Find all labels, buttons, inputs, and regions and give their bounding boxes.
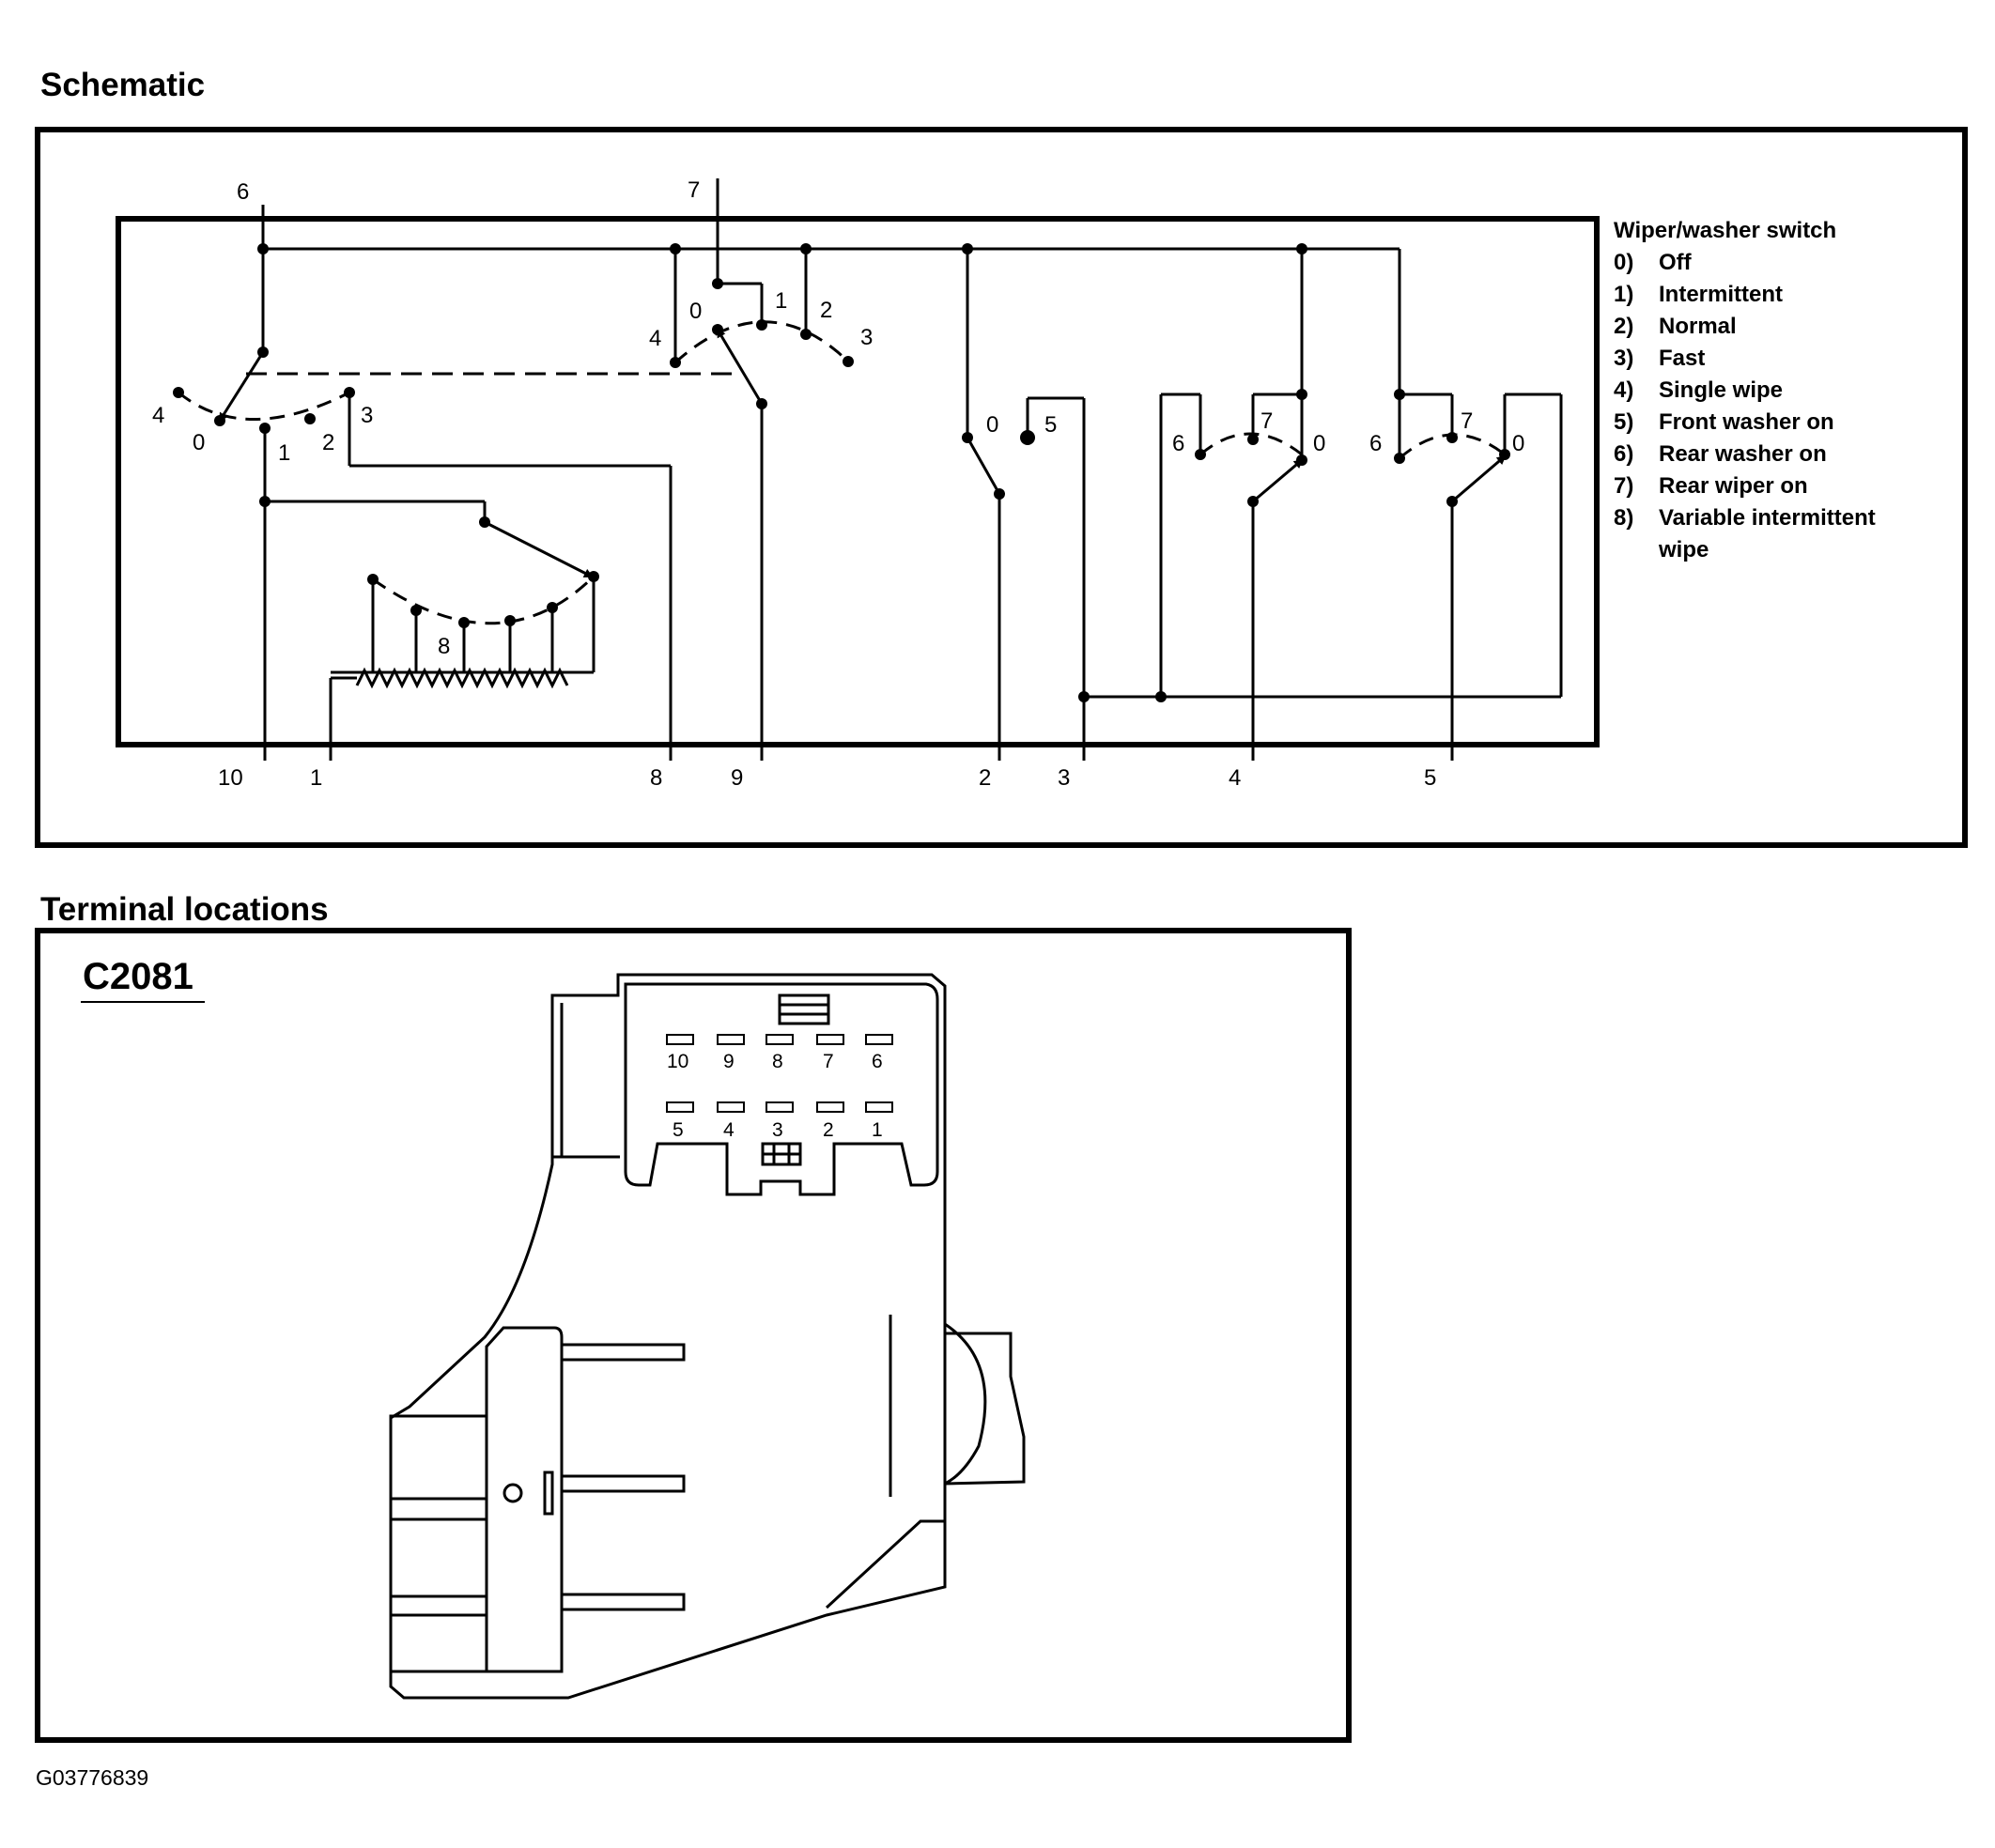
- sw1-label-4: 4: [152, 403, 164, 428]
- terminal-label-1: 1: [872, 1119, 883, 1141]
- pin-label-2: 2: [979, 765, 991, 791]
- legend-num-5: 5): [1614, 409, 1633, 435]
- schematic-labels: 6 7 4 0 1 2 3 4 0 1 2 3 8 0 5 6 7 0 6 7: [152, 177, 1524, 791]
- sw2-label-0: 0: [689, 299, 702, 324]
- resistor-label-8: 8: [438, 634, 450, 659]
- legend-text-7: Rear wiper on: [1659, 473, 1808, 499]
- legend-num-0: 0): [1614, 250, 1633, 275]
- pin-label-3: 3: [1058, 765, 1070, 791]
- legend-num-6: 6): [1614, 441, 1633, 467]
- legend-num-2: 2): [1614, 314, 1633, 339]
- terminal-locations-heading: Terminal locations: [40, 891, 329, 928]
- terminal-label-3: 3: [772, 1119, 783, 1141]
- sw4-label-7: 7: [1260, 408, 1273, 434]
- schematic-panel: 6 7 4 0 1 2 3 4 0 1 2 3 8 0 5 6 7 0 6 7: [35, 127, 1968, 848]
- legend-text-0: Off: [1659, 250, 1693, 275]
- pin-label-8: 8: [650, 765, 662, 791]
- sw2-label-4: 4: [649, 326, 661, 351]
- switch-housing: [116, 216, 1600, 747]
- terminal-pins: [666, 1034, 893, 1113]
- terminal-label-5: 5: [673, 1119, 684, 1141]
- sw3-label-5: 5: [1044, 412, 1057, 438]
- pin-label-9: 9: [731, 765, 743, 791]
- terminal-label-9: 9: [723, 1051, 735, 1072]
- sw2-label-3: 3: [860, 325, 873, 350]
- legend-text-5: Front washer on: [1659, 409, 1834, 435]
- pin-label-top-6: 6: [237, 179, 249, 205]
- pin-label-top-7: 7: [688, 177, 700, 203]
- legend-num-1: 1): [1614, 282, 1633, 307]
- sw5-label-7: 7: [1461, 408, 1473, 434]
- sw2-label-2: 2: [820, 298, 832, 323]
- legend-num-4: 4): [1614, 377, 1633, 403]
- sw4-label-6: 6: [1172, 431, 1184, 456]
- legend-text-2: Normal: [1659, 314, 1737, 339]
- legend: Wiper/washer switch 0) Off 1) Intermitte…: [1614, 218, 1876, 562]
- sw5-label-6: 6: [1369, 431, 1382, 456]
- legend-num-3: 3): [1614, 346, 1633, 371]
- legend-text-4: Single wipe: [1659, 377, 1783, 403]
- terminal-frame: [35, 928, 1352, 1743]
- terminal-label-10: 10: [667, 1051, 688, 1072]
- legend-text-6: Rear washer on: [1659, 441, 1827, 467]
- legend-text-1: Intermittent: [1659, 282, 1783, 307]
- terminal-label-4: 4: [723, 1119, 735, 1141]
- legend-num-8: 8): [1614, 505, 1633, 531]
- sw1-label-1: 1: [278, 440, 290, 466]
- schematic-wiring: [178, 178, 1563, 761]
- legend-text-8-cont: wipe: [1658, 537, 1709, 562]
- terminal-pin-labels: 10 9 8 7 6 5 4 3 2 1: [667, 1051, 883, 1141]
- figure-id: G03776839: [36, 1765, 149, 1790]
- terminal-label-6: 6: [872, 1051, 883, 1072]
- sw1-label-0: 0: [193, 430, 205, 455]
- terminal-label-7: 7: [823, 1051, 834, 1072]
- schematic-heading: Schematic: [40, 67, 206, 103]
- switch-body-drawing: [389, 973, 1026, 1700]
- legend-title: Wiper/washer switch: [1614, 218, 1836, 243]
- terminal-label-2: 2: [823, 1119, 834, 1141]
- sw4-label-0: 0: [1313, 431, 1325, 456]
- pin-label-1: 1: [310, 765, 322, 791]
- sw1-label-3: 3: [361, 403, 373, 428]
- schematic-junctions: [173, 243, 1510, 702]
- terminal-label-8: 8: [772, 1051, 783, 1072]
- legend-num-7: 7): [1614, 473, 1633, 499]
- legend-text-3: Fast: [1659, 346, 1705, 371]
- sw3-label-0: 0: [986, 412, 998, 438]
- sw5-label-0: 0: [1512, 431, 1524, 456]
- pin-label-10: 10: [218, 765, 243, 791]
- connector-id: C2081: [83, 956, 193, 997]
- terminal-panel: C2081: [35, 928, 1352, 1743]
- schematic-frame: [35, 127, 1968, 848]
- sw2-label-1: 1: [775, 288, 787, 314]
- pin-label-5: 5: [1424, 765, 1436, 791]
- sw1-label-2: 2: [322, 430, 334, 455]
- pin-label-4: 4: [1229, 765, 1241, 791]
- legend-text-8: Variable intermittent: [1659, 505, 1876, 531]
